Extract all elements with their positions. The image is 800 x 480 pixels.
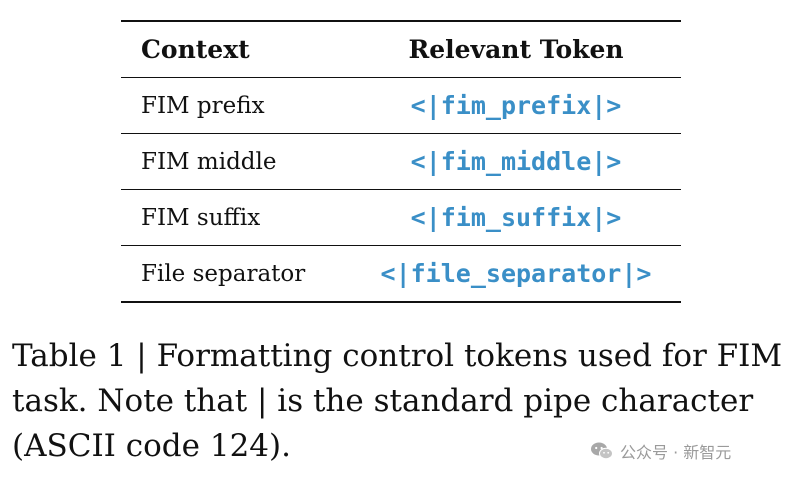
caption-line: Table 1 | Formatting control tokens used… xyxy=(12,338,783,374)
table-caption: Table 1 | Formatting control tokens used… xyxy=(12,334,792,469)
wechat-icon xyxy=(591,442,613,460)
context-cell: FIM suffix xyxy=(141,204,261,231)
caption-line: task. Note that | is the standard pipe c… xyxy=(12,383,754,419)
table-row: File separator <|file_separator|> xyxy=(121,246,681,302)
context-cell: FIM prefix xyxy=(141,92,265,119)
table-row: FIM prefix <|fim_prefix|> xyxy=(121,78,681,134)
context-cell: FIM middle xyxy=(141,148,277,175)
token-cell: <|fim_prefix|> xyxy=(410,91,622,120)
caption-line: (ASCII code 124). xyxy=(12,428,291,464)
table-row: FIM middle <|fim_middle|> xyxy=(121,134,681,190)
context-cell: File separator xyxy=(141,260,306,287)
token-cell: <|file_separator|> xyxy=(380,259,652,288)
watermark-text: 公众号 · 新智元 xyxy=(620,443,732,462)
token-table-container: Context Relevant Token FIM prefix <|fim_… xyxy=(121,20,681,303)
token-table: Context Relevant Token FIM prefix <|fim_… xyxy=(121,20,681,303)
token-cell: <|fim_middle|> xyxy=(410,147,622,176)
header-context: Context xyxy=(141,35,250,64)
watermark: 公众号 · 新智元 xyxy=(590,440,731,462)
token-cell: <|fim_suffix|> xyxy=(410,203,622,232)
table-row: FIM suffix <|fim_suffix|> xyxy=(121,190,681,246)
header-relevant-token: Relevant Token xyxy=(408,35,624,64)
table-header-row: Context Relevant Token xyxy=(121,21,681,78)
